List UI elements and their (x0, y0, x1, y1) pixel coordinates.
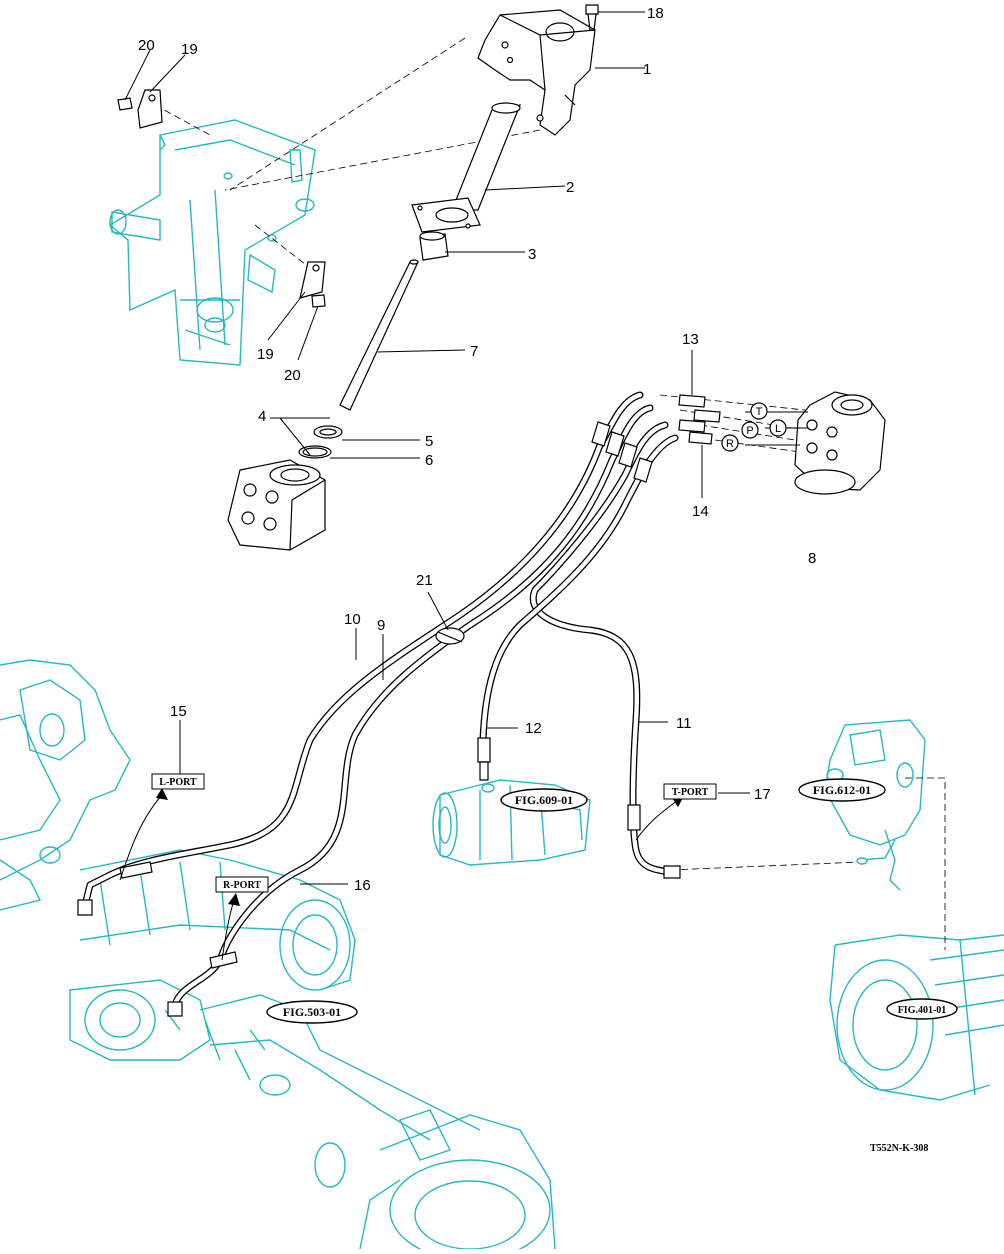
steering-shaft-part (339, 259, 419, 411)
callout-8: 8 (808, 550, 816, 567)
clamp-part-19-lower (299, 261, 326, 308)
callout-10: 10 (344, 611, 361, 628)
port-marker-t: T (756, 406, 763, 418)
callout-19-lower: 19 (257, 346, 274, 363)
t-port-label: T-PORT (663, 783, 717, 800)
hose-clamp-21 (435, 627, 465, 645)
return-pipe-reference (856, 839, 896, 865)
hydraulic-pump-reference (432, 779, 591, 866)
pedal-bracket-reference (108, 119, 316, 366)
port-arrows (119, 788, 684, 961)
svg-text:T-PORT: T-PORT (672, 787, 709, 798)
callout-3: 3 (528, 246, 536, 263)
fig-503-reference[interactable]: FIG.503-01 (266, 1000, 358, 1024)
clamp-part-19-upper (117, 89, 163, 129)
column-tube-part (411, 102, 521, 233)
callout-12: 12 (525, 720, 542, 737)
steering-unit-right-part (794, 391, 886, 495)
fig-609-reference[interactable]: FIG.609-01 (500, 788, 588, 812)
valve-port-markers: T L P R (721, 402, 787, 452)
port-marker-p: P (746, 425, 753, 437)
svg-text:FIG.612-01: FIG.612-01 (813, 783, 871, 797)
bolt-part-18 (585, 4, 599, 31)
l-port-label: L-PORT (151, 773, 205, 790)
port-marker-r: R (726, 438, 734, 450)
callout-7: 7 (470, 343, 478, 360)
callout-1: 1 (643, 61, 651, 78)
callout-2: 2 (566, 179, 574, 196)
bushing-part (419, 231, 449, 261)
r-port-label: R-PORT (215, 876, 269, 893)
svg-text:FIG.609-01: FIG.609-01 (515, 793, 573, 807)
column-bracket-part (477, 9, 596, 136)
adapter-fittings (678, 394, 721, 445)
callout-17: 17 (754, 786, 771, 803)
callout-4: 4 (258, 408, 266, 425)
callout-20-upper: 20 (138, 37, 155, 54)
drawing-code: T552N-K-308 (870, 1143, 928, 1154)
svg-text:L-PORT: L-PORT (159, 777, 197, 788)
svg-text:R-PORT: R-PORT (223, 880, 261, 891)
hydraulic-hoses (81, 391, 679, 1009)
steering-unit-part (227, 459, 326, 551)
callout-15: 15 (170, 703, 187, 720)
fig-612-reference[interactable]: FIG.612-01 (798, 778, 886, 802)
callout-13: 13 (682, 331, 699, 348)
transmission-reference (829, 934, 1004, 1101)
leader-lines (124, 11, 808, 885)
callout-21: 21 (416, 572, 433, 589)
callout-18: 18 (647, 5, 664, 22)
callout-11: 11 (676, 715, 692, 732)
callout-20-lower: 20 (284, 367, 301, 384)
fig-401-reference[interactable]: FIG.401-01 (886, 998, 958, 1020)
callout-16: 16 (354, 877, 371, 894)
port-marker-l: L (775, 423, 781, 435)
seal-rings-part (298, 425, 343, 459)
callout-14: 14 (692, 503, 709, 520)
svg-text:FIG.401-01: FIG.401-01 (898, 1005, 947, 1016)
svg-text:FIG.503-01: FIG.503-01 (283, 1005, 341, 1019)
callout-19-upper: 19 (181, 41, 198, 58)
callout-6: 6 (425, 452, 433, 469)
callout-9: 9 (377, 617, 385, 634)
front-axle-reference (0, 659, 556, 1254)
hose-fittings (77, 421, 681, 1017)
control-valve-reference (824, 719, 926, 891)
callout-5: 5 (425, 433, 433, 450)
